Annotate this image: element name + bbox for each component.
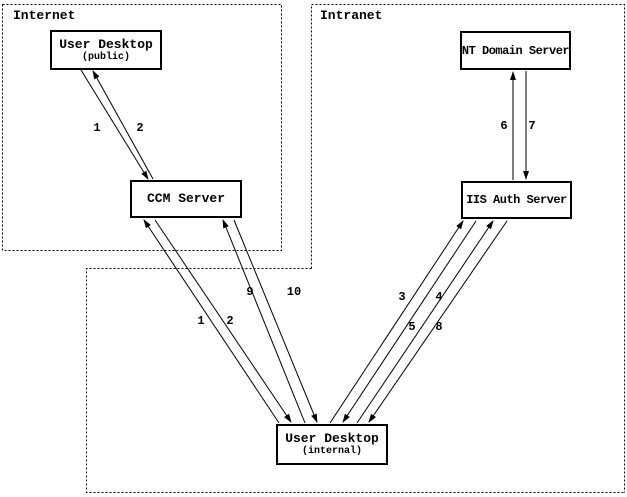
arrow-iis-to-internal-b xyxy=(368,220,508,423)
internet-zone-border xyxy=(2,4,282,251)
node-user-desktop-internal: User Desktop (internal) xyxy=(276,424,388,465)
node-title: IIS Auth Server xyxy=(466,193,567,207)
node-title: CCM Server xyxy=(146,191,225,206)
arrow-internal-to-iis xyxy=(329,220,464,424)
edge-label-1-public: 1 xyxy=(93,121,101,135)
edge-label-7: 7 xyxy=(528,119,536,133)
edge-label-2-internal: 2 xyxy=(226,314,234,328)
node-subtitle: (public) xyxy=(81,51,130,63)
arrow-ccm-to-internal xyxy=(154,219,292,423)
arrow-internal-to-ccm xyxy=(143,219,280,424)
node-subtitle: (internal) xyxy=(301,446,362,457)
edge-label-4: 4 xyxy=(435,290,443,304)
arrow-iis-to-internal xyxy=(342,220,477,423)
node-user-desktop-public: User Desktop (public) xyxy=(50,30,162,70)
edge-label-8: 8 xyxy=(435,320,443,334)
arrow-ccm-to-internal-b xyxy=(233,219,318,423)
internal-zone-border xyxy=(86,268,625,493)
edge-label-5: 5 xyxy=(408,320,416,334)
node-nt-domain-server: NT Domain Server xyxy=(460,31,571,70)
arrow-public-to-ccm xyxy=(80,69,149,180)
node-title: User Desktop xyxy=(285,431,379,446)
node-iis-auth-server: IIS Auth Server xyxy=(461,181,572,219)
node-title: NT Domain Server xyxy=(461,43,570,58)
intranet-zone-label: Intranet xyxy=(320,8,383,23)
node-ccm-server: CCM Server xyxy=(130,180,242,218)
edge-label-6: 6 xyxy=(500,119,508,133)
arrow-internal-to-ccm-b xyxy=(222,219,306,424)
internet-zone-label: Internet xyxy=(13,8,76,23)
arrow-ccm-to-public xyxy=(92,70,154,180)
intranet-zone-border xyxy=(311,4,625,493)
node-title: User Desktop xyxy=(59,36,153,52)
edge-label-3: 3 xyxy=(398,290,406,304)
edge-label-1-internal: 1 xyxy=(197,314,205,328)
arrow-internal-to-iis-b xyxy=(356,220,494,424)
edge-label-2-public: 2 xyxy=(136,121,144,135)
edge-label-10: 10 xyxy=(286,285,302,299)
edge-label-9: 9 xyxy=(246,285,254,299)
